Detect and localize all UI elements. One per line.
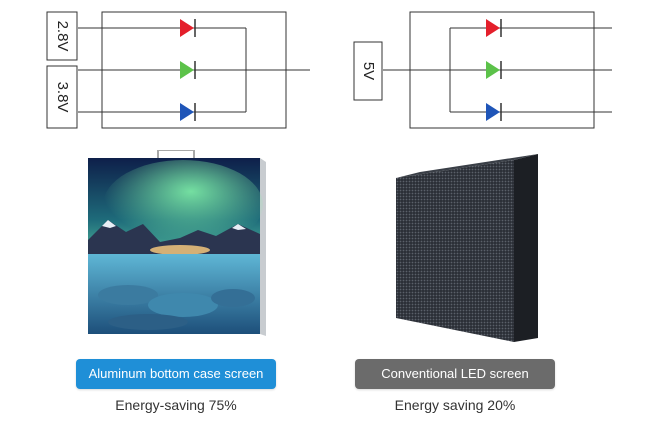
left-green-led bbox=[180, 61, 196, 79]
left-circuit bbox=[78, 11, 310, 129]
right-circuit bbox=[383, 11, 612, 129]
right-blue-led bbox=[486, 103, 502, 121]
left-red-led bbox=[180, 19, 196, 37]
circuit-diagrams: 2.8V 3.8V 5V bbox=[46, 11, 612, 129]
aluminum-label-button: Aluminum bottom case screen bbox=[76, 359, 276, 389]
conventional-label-button: Conventional LED screen bbox=[355, 359, 555, 389]
left-voltage-top: 2.8V bbox=[54, 21, 71, 52]
right-red-led bbox=[486, 19, 502, 37]
right-voltage: 5V bbox=[360, 62, 377, 80]
left-voltage-box-bottom bbox=[46, 65, 78, 129]
aluminum-energy-caption: Energy-saving 75% bbox=[115, 397, 237, 413]
left-blue-led bbox=[180, 103, 196, 121]
conventional-energy-caption: Energy saving 20% bbox=[394, 397, 516, 413]
right-voltage-box bbox=[353, 41, 383, 101]
left-voltage-box-top bbox=[46, 11, 78, 61]
conventional-screen-image bbox=[396, 154, 538, 342]
aluminum-screen-image bbox=[88, 150, 266, 336]
right-green-led bbox=[486, 61, 502, 79]
left-voltage-bottom: 3.8V bbox=[54, 82, 71, 113]
